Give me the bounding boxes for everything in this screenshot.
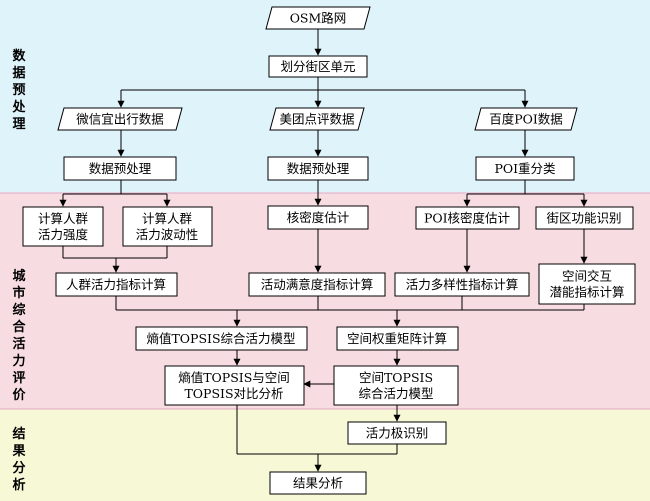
node-pole-identify: 活力极识别 (347, 421, 447, 445)
node-osm: OSM路网 (265, 6, 371, 30)
node-crowd-intensity: 计算人群活力强度 (22, 206, 104, 247)
node-poi-reclass: POI重分类 (475, 156, 575, 181)
svg-text:OSM路网: OSM路网 (290, 11, 347, 26)
node-crowd-fluctuation: 计算人群活力波动性 (122, 206, 213, 247)
node-result: 结果分析 (269, 471, 367, 495)
node-diversity-index: 活力多样性指标计算 (394, 272, 530, 297)
node-weight-matrix: 空间权重矩阵计算 (336, 326, 459, 351)
section-label-evaluation: 城市综合活力评价 (12, 268, 26, 403)
node-poi-kde: POI核密度估计 (415, 206, 520, 230)
section-label-preprocess: 数据预处理 (11, 48, 26, 132)
svg-text:POI重分类: POI重分类 (494, 161, 556, 176)
node-block: 划分街区单元 (268, 55, 368, 78)
node-preprocess-2: 数据预处理 (267, 156, 369, 181)
svg-text:划分街区单元: 划分街区单元 (280, 59, 355, 74)
svg-text:微信宜出行数据: 微信宜出行数据 (76, 112, 164, 127)
svg-text:核密度估计: 核密度估计 (287, 210, 350, 225)
node-satisfaction-index: 活动满意度指标计算 (248, 272, 386, 297)
svg-text:空间权重矩阵计算: 空间权重矩阵计算 (347, 331, 447, 346)
svg-text:数据预处理: 数据预处理 (89, 161, 152, 176)
svg-text:活力极识别: 活力极识别 (366, 426, 429, 441)
svg-text:美团点评数据: 美团点评数据 (279, 112, 354, 127)
svg-text:人群活力指标计算: 人群活力指标计算 (66, 277, 166, 292)
svg-text:计算人群活力强度: 计算人群活力强度 (38, 211, 89, 242)
node-kde: 核密度估计 (267, 205, 369, 230)
node-wechat: 微信宜出行数据 (57, 107, 183, 131)
svg-text:空间交互潜能指标计算: 空间交互潜能指标计算 (549, 269, 624, 300)
svg-text:活力多样性指标计算: 活力多样性指标计算 (406, 277, 519, 292)
node-interaction-index: 空间交互潜能指标计算 (538, 263, 636, 305)
node-crowd-index: 人群活力指标计算 (55, 272, 178, 297)
svg-text:活动满意度指标计算: 活动满意度指标计算 (261, 277, 374, 292)
svg-text:计算人群活力波动性: 计算人群活力波动性 (136, 211, 199, 242)
svg-text:百度POI数据: 百度POI数据 (489, 112, 563, 127)
svg-text:结果分析: 结果分析 (293, 476, 343, 491)
node-preprocess-1: 数据预处理 (63, 156, 177, 181)
node-entropy-model: 熵值TOPSIS综合活力模型 (135, 326, 308, 351)
section-label-results: 结果分析 (11, 426, 25, 493)
node-baidu: 百度POI数据 (474, 107, 578, 131)
node-function-identify: 街区功能识别 (535, 206, 634, 230)
svg-text:熵值TOPSIS综合活力模型: 熵值TOPSIS综合活力模型 (146, 331, 295, 346)
svg-text:数据预处理: 数据预处理 (287, 161, 350, 176)
svg-text:街区功能识别: 街区功能识别 (546, 211, 621, 226)
node-meituan: 美团点评数据 (269, 107, 365, 131)
svg-text:POI核密度估计: POI核密度估计 (424, 211, 510, 226)
